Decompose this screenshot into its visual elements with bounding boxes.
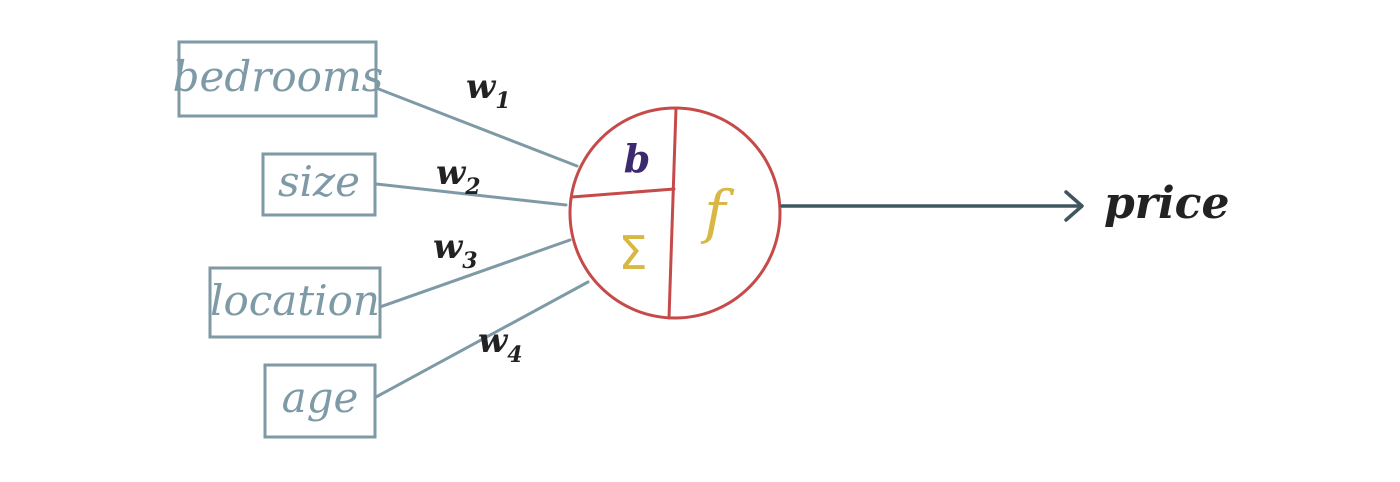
neuron-divider-horizontal	[570, 187, 676, 199]
weight-letter-1: w	[466, 67, 497, 107]
weight-letter-3: w	[433, 227, 464, 267]
edge-bedrooms	[374, 86, 579, 168]
output-arrow-head	[1064, 190, 1084, 222]
edge-size	[374, 182, 568, 207]
input-size: size	[261, 152, 377, 217]
neuron: b Σ f	[568, 106, 782, 320]
weight-letter-2: w	[436, 153, 467, 193]
output-arrow	[780, 190, 1084, 222]
input-label-size: size	[278, 157, 360, 206]
weight-sub-4: 4	[507, 342, 522, 368]
input-location: location	[208, 266, 382, 339]
output-label: price	[1104, 178, 1229, 229]
weight-sub-1: 1	[495, 88, 510, 114]
weight-label-3: w3	[433, 227, 478, 274]
input-box-size	[261, 152, 377, 217]
edge-age	[374, 280, 590, 399]
input-label-age: age	[282, 373, 359, 422]
input-age: age	[263, 363, 377, 439]
weight-sub-3: 3	[462, 248, 477, 274]
edge-location	[378, 238, 572, 309]
bias-label: b	[624, 136, 651, 181]
activation-label: f	[700, 178, 735, 246]
weight-label-4: w4	[478, 321, 523, 368]
input-box-location	[208, 266, 382, 339]
input-box-age	[263, 363, 377, 439]
input-label-location: location	[210, 276, 380, 325]
sum-label: Σ	[618, 226, 647, 280]
input-label-bedrooms: bedrooms	[173, 52, 384, 101]
weight-sub-2: 2	[464, 174, 480, 200]
input-box-bedrooms	[177, 40, 378, 118]
neuron-divider-vertical	[667, 106, 678, 320]
weight-label-2: w2	[436, 153, 481, 200]
weight-label-1: w1	[466, 67, 511, 114]
input-bedrooms: bedrooms	[173, 40, 384, 118]
weight-letter-4: w	[478, 321, 509, 361]
